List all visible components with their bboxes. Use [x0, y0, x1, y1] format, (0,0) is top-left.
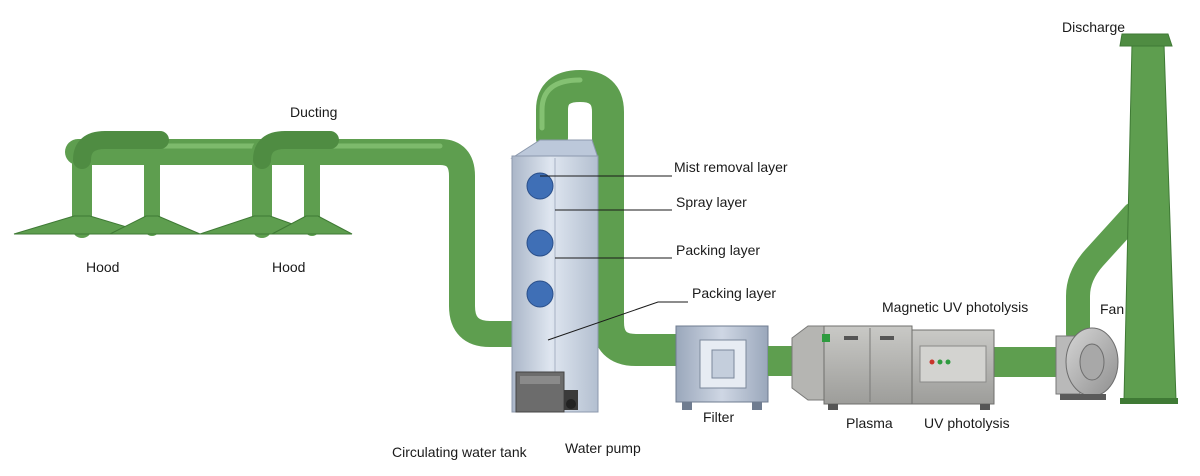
- tower-window-2: [526, 229, 554, 257]
- hood-group-1: [13, 215, 201, 235]
- plasma-uv-unit: [791, 325, 995, 410]
- label-packing-layer-2: Packing layer: [692, 285, 776, 301]
- hood-group-2: [199, 215, 353, 235]
- label-uv-photolysis: UV photolysis: [924, 415, 1010, 431]
- label-hood-2: Hood: [272, 259, 305, 275]
- filter-unit: [675, 325, 792, 410]
- tower-window-1: [526, 172, 554, 200]
- label-filter: Filter: [703, 409, 734, 425]
- label-packing-layer-1: Packing layer: [676, 242, 760, 258]
- hood-2b: [271, 215, 353, 235]
- labels: Ducting Hood Hood Mist removal layer Spr…: [86, 19, 1125, 460]
- fan-outlet-duct: [1066, 202, 1146, 346]
- hood-1b: [109, 215, 201, 235]
- tower-outlet-duct: [536, 70, 692, 366]
- tower-callouts: [540, 175, 688, 341]
- label-circulating-water-tank: Circulating water tank: [392, 444, 528, 460]
- scrubber-tower: [510, 139, 599, 413]
- plasma-box: [823, 325, 913, 405]
- label-hood-1: Hood: [86, 259, 119, 275]
- label-magnetic-uv-photolysis: Magnetic UV photolysis: [882, 299, 1028, 315]
- label-discharge: Discharge: [1062, 19, 1125, 35]
- label-spray-layer: Spray layer: [676, 194, 747, 210]
- ducting-system: [65, 70, 1146, 377]
- tower-window-3: [526, 280, 554, 308]
- main-duct: [65, 139, 533, 347]
- discharge-stack: [1119, 33, 1178, 404]
- fan-unit: [1055, 327, 1119, 400]
- label-plasma: Plasma: [846, 415, 893, 431]
- label-ducting: Ducting: [290, 104, 337, 120]
- label-mist-removal-layer: Mist removal layer: [674, 159, 788, 175]
- label-fan: Fan: [1100, 301, 1124, 317]
- label-water-pump: Water pump: [565, 440, 641, 456]
